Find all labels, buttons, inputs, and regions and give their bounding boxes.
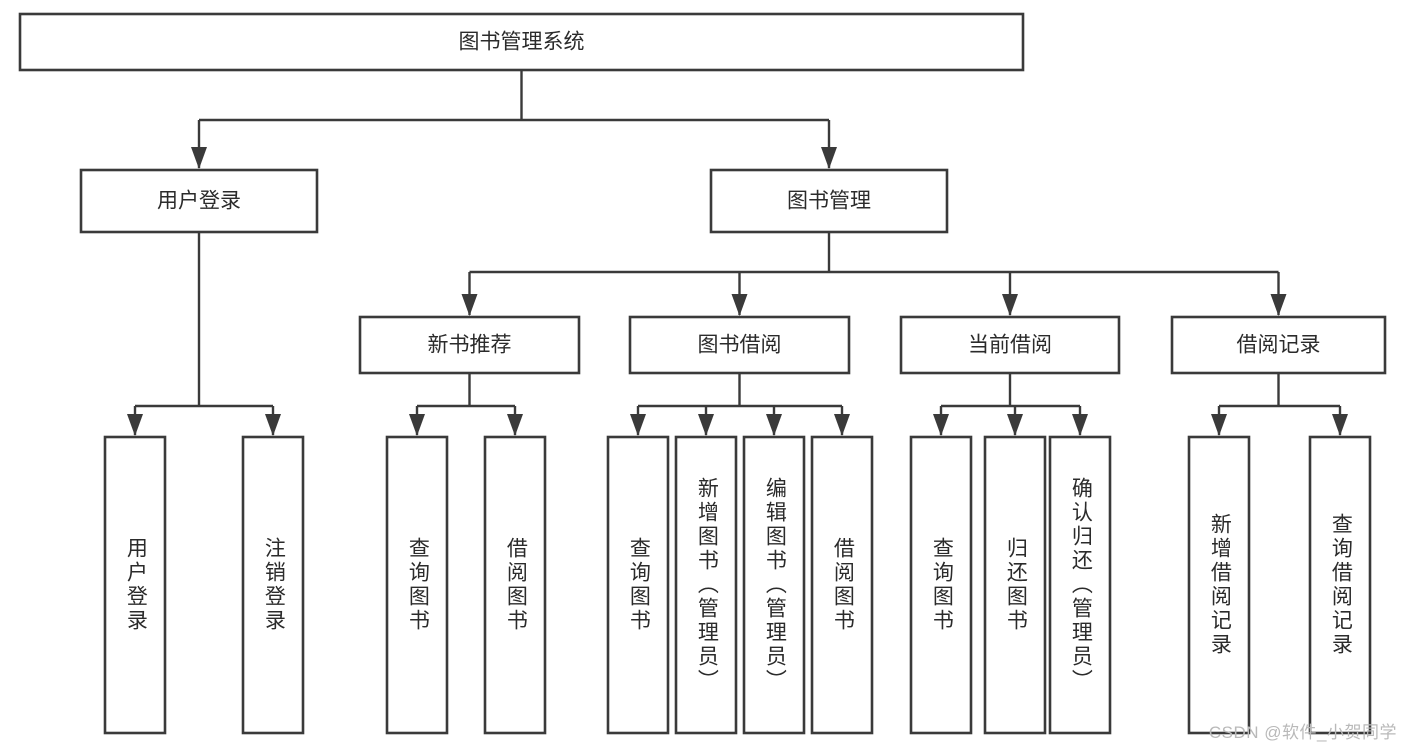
level3-node-box-2 <box>628 315 851 375</box>
root-node-label: 图书管理系统 <box>459 31 585 54</box>
level3-node-box-3 <box>899 315 1121 375</box>
leaf-node-box-13 <box>1308 435 1372 735</box>
arrow-head-icon <box>1002 294 1018 316</box>
leaf-node-box-3 <box>385 435 449 735</box>
arrow-head-icon <box>127 414 143 436</box>
node-boxes <box>18 12 1387 735</box>
arrow-head-icon <box>698 414 714 436</box>
leaf-node-box-7 <box>742 435 806 735</box>
leaf-node-box-8 <box>810 435 874 735</box>
level3-node-label-1: 新书推荐 <box>428 334 512 357</box>
level3-node-box-4 <box>1170 315 1387 375</box>
arrow-head-icon <box>766 414 782 436</box>
arrow-head-icon <box>1211 414 1227 436</box>
arrow-head-icon <box>834 414 850 436</box>
arrow-head-icon <box>507 414 523 436</box>
arrow-head-icon <box>265 414 281 436</box>
leaf-node-box-2 <box>241 435 305 735</box>
leaf-node-box-10 <box>983 435 1047 735</box>
arrow-head-icon <box>461 294 478 316</box>
arrow-head-icon <box>731 294 748 316</box>
leaf-node-box-9 <box>909 435 973 735</box>
arrow-head-icon <box>821 147 837 169</box>
leaf-node-box-1 <box>103 435 167 735</box>
connector-lines <box>127 70 1348 436</box>
arrow-head-icon <box>191 147 207 169</box>
level3-node-label-3: 当前借阅 <box>968 334 1052 357</box>
arrow-head-icon <box>1332 414 1348 436</box>
level2-node-label-2: 图书管理 <box>787 190 871 213</box>
level3-node-label-4: 借阅记录 <box>1237 334 1321 357</box>
level2-node-label-1: 用户登录 <box>157 190 241 213</box>
arrow-head-icon <box>409 414 425 436</box>
arrow-head-icon <box>630 414 646 436</box>
arrow-head-icon <box>933 414 949 436</box>
arrow-head-icon <box>1270 294 1287 316</box>
arrow-head-icon <box>1007 414 1023 436</box>
level2-node-box-2 <box>709 168 949 234</box>
leaf-node-box-12 <box>1187 435 1251 735</box>
leaf-node-box-5 <box>606 435 670 735</box>
leaf-node-box-4 <box>483 435 547 735</box>
leaf-node-box-11 <box>1048 435 1112 735</box>
leaf-node-box-6 <box>674 435 738 735</box>
arrow-head-icon <box>1072 414 1088 436</box>
root-node-box <box>18 12 1025 72</box>
level3-node-box-1 <box>358 315 581 375</box>
level2-node-box-1 <box>79 168 319 234</box>
level3-node-label-2: 图书借阅 <box>698 334 782 357</box>
